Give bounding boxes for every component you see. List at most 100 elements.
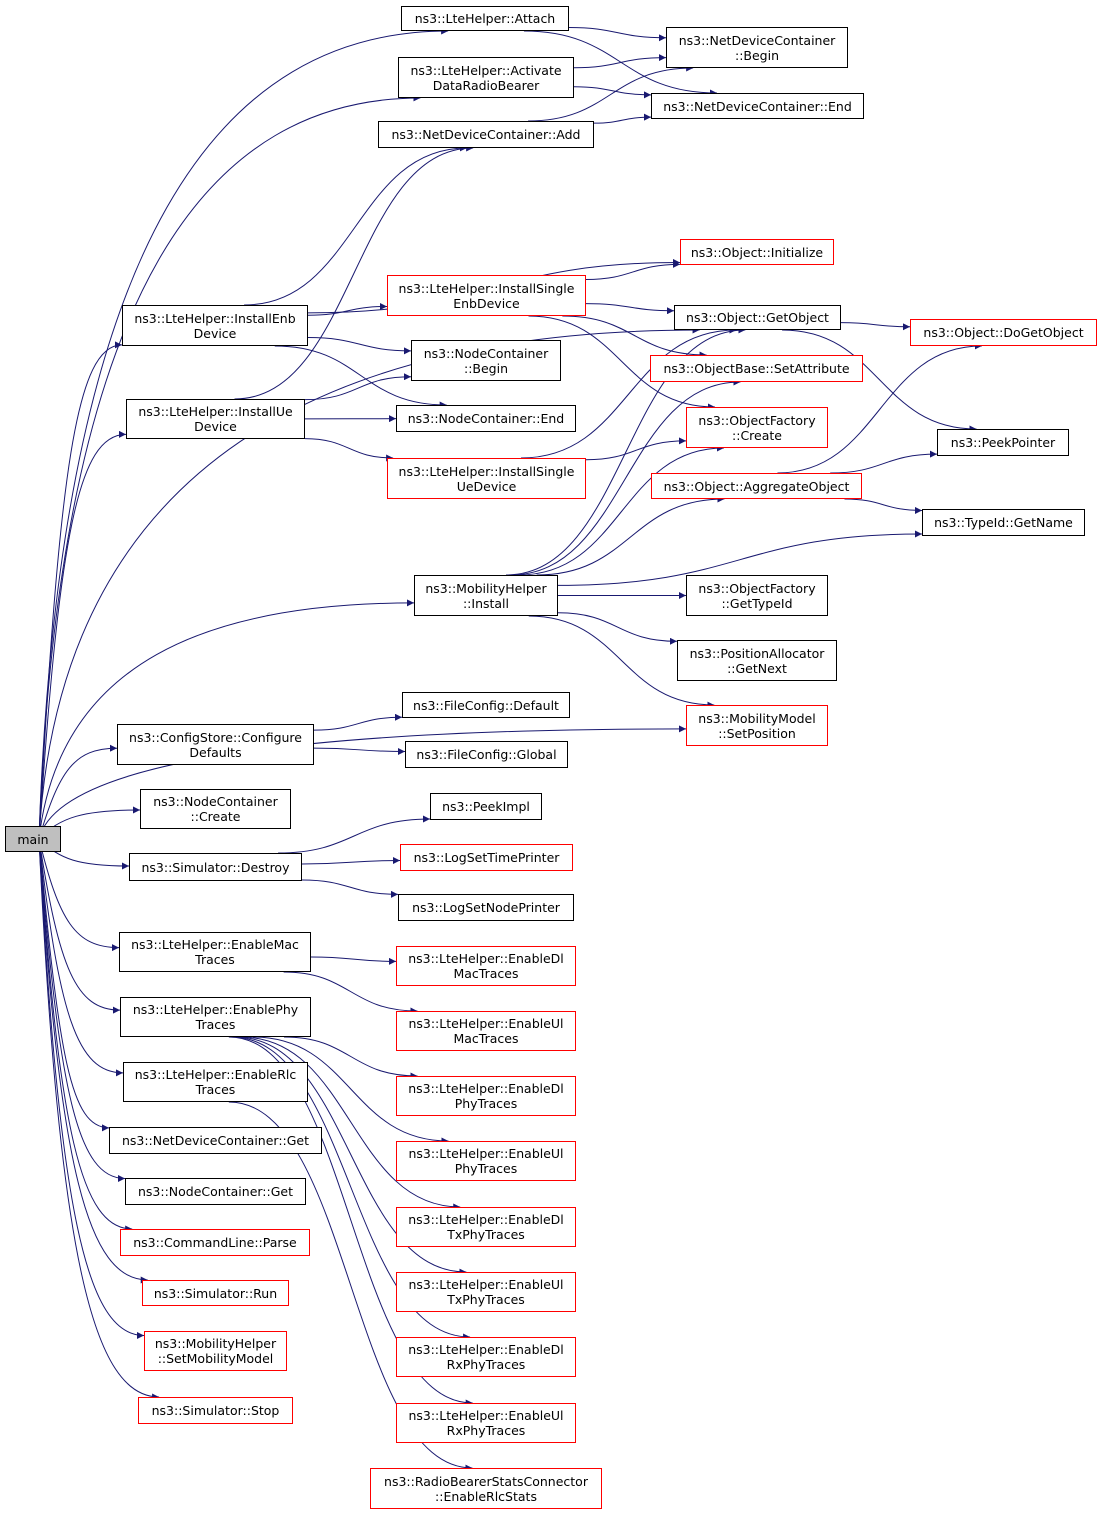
node-enable-ul-txphy-traces[interactable]: ns3::LteHelper::EnableUl TxPhyTraces	[396, 1272, 576, 1312]
node-object-aggregateobject[interactable]: ns3::Object::AggregateObject	[651, 473, 862, 499]
node-nodecontainer-create[interactable]: ns3::NodeContainer ::Create	[140, 789, 291, 829]
edge-install-enb-to-install-single-enb	[307, 302, 388, 316]
edge-install-single-enb-to-of-create	[528, 315, 715, 411]
edge-attach-to-ndc-end	[523, 30, 718, 97]
edge-configstore-to-fileconfig-global	[313, 747, 406, 755]
edge-main-to-mob-setmodel	[38, 838, 145, 1339]
edge-enable-phy-to-enable-ul-rxphy	[228, 1036, 473, 1407]
edge-install-single-enb-to-objbase-setattr	[562, 315, 707, 359]
node-ndc-add[interactable]: ns3::NetDeviceContainer::Add	[378, 121, 594, 148]
edge-install-single-enb-to-obj-getobject	[585, 303, 675, 315]
node-enable-phy-traces[interactable]: ns3::LteHelper::EnablePhy Traces	[120, 997, 311, 1037]
node-simulator-stop[interactable]: ns3::Simulator::Stop	[138, 1397, 293, 1424]
node-peekpointer[interactable]: ns3::PeekPointer	[937, 429, 1069, 456]
node-mobilityhelper-setmobilitymodel[interactable]: ns3::MobilityHelper ::SetMobilityModel	[144, 1331, 287, 1371]
edge-mobility-install-to-obj-getobject	[506, 326, 746, 576]
edge-main-to-enable-mac	[38, 838, 120, 952]
edge-activate-to-ndc-begin	[573, 54, 667, 69]
call-edges	[38, 26, 982, 1472]
node-attach[interactable]: ns3::LteHelper::Attach	[401, 6, 569, 31]
node-simulator-run[interactable]: ns3::Simulator::Run	[142, 1280, 289, 1306]
node-objectfactory-create[interactable]: ns3::ObjectFactory ::Create	[686, 407, 828, 448]
node-typeid-getname[interactable]: ns3::TypeId::GetName	[922, 509, 1085, 536]
edge-enable-phy-to-enable-ul-txphy	[235, 1036, 467, 1276]
node-positionallocator-getnext[interactable]: ns3::PositionAllocator ::GetNext	[677, 640, 837, 681]
node-enable-dl-mac-traces[interactable]: ns3::LteHelper::EnableDl MacTraces	[396, 946, 576, 986]
edge-main-to-sim-stop	[38, 838, 160, 1401]
node-netdevicecontainer-get[interactable]: ns3::NetDeviceContainer::Get	[109, 1127, 322, 1154]
node-nodecontainer-begin[interactable]: ns3::NodeContainer ::Begin	[411, 340, 561, 381]
node-configstore-configuredefaults[interactable]: ns3::ConfigStore::Configure Defaults	[117, 724, 314, 765]
node-enable-dl-rxphy-traces[interactable]: ns3::LteHelper::EnableDl RxPhyTraces	[396, 1337, 576, 1377]
node-mobilityhelper-install[interactable]: ns3::MobilityHelper ::Install	[414, 575, 558, 616]
node-fileconfig-global[interactable]: ns3::FileConfig::Global	[405, 741, 568, 768]
node-peekimpl[interactable]: ns3::PeekImpl	[430, 793, 542, 820]
edge-enable-phy-to-enable-ul-phy	[253, 1036, 449, 1145]
edge-main-to-enable-phy	[38, 838, 121, 1014]
node-main: main	[5, 826, 61, 852]
node-enable-rlc-traces[interactable]: ns3::LteHelper::EnableRlc Traces	[123, 1062, 308, 1102]
node-ndc-end[interactable]: ns3::NetDeviceContainer::End	[651, 93, 864, 119]
node-logsetnodeprinter[interactable]: ns3::LogSetNodePrinter	[398, 894, 574, 921]
node-enable-ul-rxphy-traces[interactable]: ns3::LteHelper::EnableUl RxPhyTraces	[396, 1403, 576, 1443]
node-enable-dl-txphy-traces[interactable]: ns3::LteHelper::EnableDl TxPhyTraces	[396, 1207, 576, 1247]
node-enable-mac-traces[interactable]: ns3::LteHelper::EnableMac Traces	[119, 932, 311, 972]
edge-obj-aggregate-to-typeid-getname	[844, 498, 923, 514]
edge-enable-phy-to-enable-dl-txphy	[241, 1036, 461, 1211]
edge-enable-phy-to-enable-dl-rxphy	[231, 1036, 471, 1341]
edge-install-single-ue-to-obj-getobject	[521, 326, 737, 459]
edge-sim-destroy-to-peekimpl	[278, 815, 431, 854]
node-object-getobject[interactable]: ns3::Object::GetObject	[674, 305, 841, 330]
node-enable-ul-mac-traces[interactable]: ns3::LteHelper::EnableUl MacTraces	[396, 1011, 576, 1051]
edge-enable-mac-to-enable-ul-mac	[283, 971, 418, 1015]
node-objectfactory-gettypeid[interactable]: ns3::ObjectFactory ::GetTypeId	[686, 575, 828, 616]
edge-install-single-ue-to-of-create	[585, 437, 687, 461]
node-nodecontainer-get[interactable]: ns3::NodeContainer::Get	[125, 1178, 306, 1205]
edge-main-to-sim-run	[38, 838, 148, 1284]
edge-mobility-install-to-obj-aggregate	[536, 495, 725, 576]
node-install-enb-device[interactable]: ns3::LteHelper::InstallEnb Device	[122, 305, 308, 346]
node-install-single-ue[interactable]: ns3::LteHelper::InstallSingle UeDevice	[387, 458, 586, 499]
node-enable-dl-phy-traces[interactable]: ns3::LteHelper::EnableDl PhyTraces	[396, 1076, 576, 1116]
edge-main-to-cmdline-parse	[38, 838, 133, 1233]
node-objectbase-setattribute[interactable]: ns3::ObjectBase::SetAttribute	[650, 355, 863, 382]
edge-sim-destroy-to-logsetnodeprinter	[301, 879, 399, 898]
edge-main-to-obj-getobject	[38, 326, 700, 840]
node-enable-ul-phy-traces[interactable]: ns3::LteHelper::EnableUl PhyTraces	[396, 1141, 576, 1181]
node-mobilitymodel-setposition[interactable]: ns3::MobilityModel ::SetPosition	[686, 705, 828, 746]
edge-ndc-add-to-ndc-end	[593, 113, 652, 124]
edge-mobility-install-to-mobmodel-setpos	[528, 615, 715, 709]
edge-main-to-nc-get	[38, 838, 126, 1182]
edge-install-enb-to-nc-begin	[307, 337, 412, 355]
edge-main-to-enable-rlc	[38, 838, 124, 1077]
node-fileconfig-default[interactable]: ns3::FileConfig::Default	[402, 692, 570, 718]
edge-install-ue-to-nc-begin	[304, 373, 412, 401]
edge-mobility-install-to-posalloc-getnext	[557, 612, 678, 645]
node-activate[interactable]: ns3::LteHelper::Activate DataRadioBearer	[398, 57, 574, 98]
node-logsettimeprinter[interactable]: ns3::LogSetTimePrinter	[400, 844, 573, 871]
edge-mobility-install-to-typeid-getname	[557, 530, 923, 586]
node-install-single-enb[interactable]: ns3::LteHelper::InstallSingle EnbDevice	[387, 275, 586, 316]
node-object-initialize[interactable]: ns3::Object::Initialize	[680, 239, 834, 265]
edge-main-to-install-enb	[38, 341, 123, 840]
edge-attach-to-ndc-begin	[568, 26, 667, 42]
edge-sim-destroy-to-logsettimeprinter	[301, 857, 401, 865]
edge-install-ue-to-install-single-ue	[304, 438, 394, 462]
node-simulator-destroy[interactable]: ns3::Simulator::Destroy	[129, 853, 302, 881]
edge-install-enb-to-ndc-add	[244, 144, 467, 306]
node-nodecontainer-end[interactable]: ns3::NodeContainer::End	[396, 405, 576, 432]
edge-enable-rlc-to-rbsc-enablerlc	[228, 1101, 473, 1472]
node-radiobearerstatsconnector-enablerlcstats[interactable]: ns3::RadioBearerStatsConnector ::EnableR…	[370, 1468, 602, 1509]
edge-enable-phy-to-enable-dl-phy	[283, 1036, 418, 1080]
edge-main-to-ndc-get	[38, 838, 110, 1132]
node-install-ue-device[interactable]: ns3::LteHelper::InstallUe Device	[126, 399, 305, 439]
edge-mobility-install-to-of-create	[519, 444, 724, 576]
edge-install-ue-to-ndc-add	[234, 144, 474, 400]
edge-activate-to-ndc-end	[573, 86, 652, 99]
edge-obj-getobject-to-obj-dogetobject	[840, 322, 911, 331]
node-commandline-parse[interactable]: ns3::CommandLine::Parse	[120, 1229, 310, 1256]
node-ndc-begin[interactable]: ns3::NetDeviceContainer ::Begin	[666, 27, 848, 68]
edge-mobility-install-to-objbase-setattr	[510, 378, 741, 576]
node-object-dogetobject[interactable]: ns3::Object::DoGetObject	[910, 319, 1097, 346]
